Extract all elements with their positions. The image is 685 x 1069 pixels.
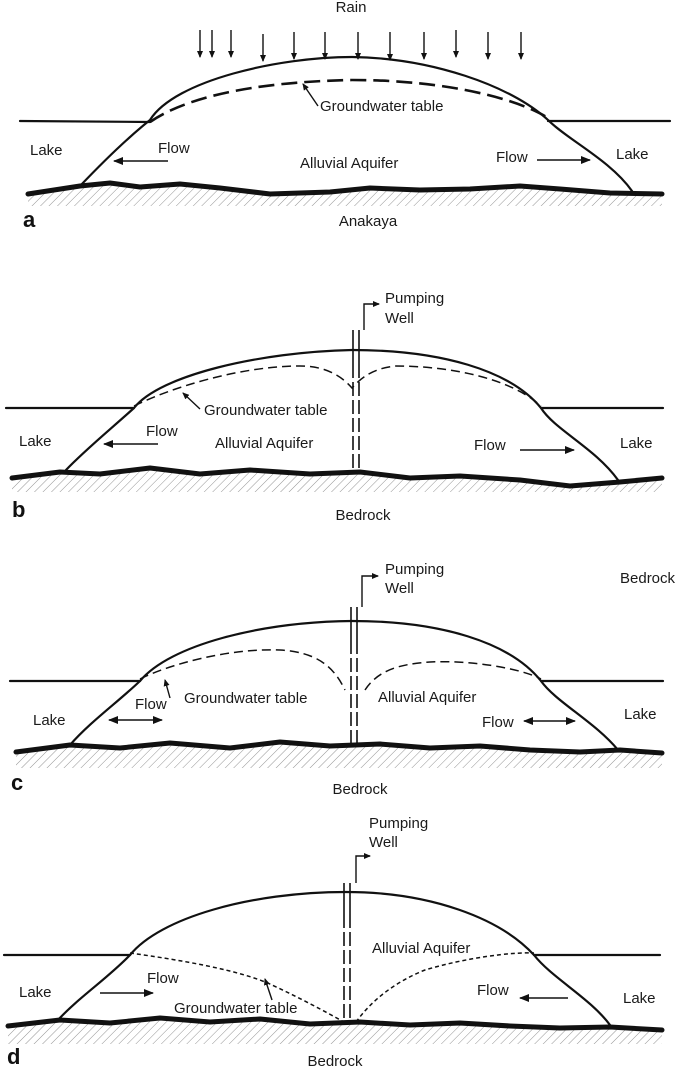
gwt-leader xyxy=(302,83,319,107)
gwt-leader xyxy=(182,392,201,410)
groundwater-label: Groundwater table xyxy=(204,402,327,419)
panel-letter: a xyxy=(23,207,36,232)
panel-letter: d xyxy=(7,1044,20,1069)
lake-left-label: Lake xyxy=(19,433,52,450)
flow-right-label: Flow xyxy=(482,714,514,731)
aquifer-outline xyxy=(64,348,620,482)
gwt-leader xyxy=(163,679,171,699)
well-pointer xyxy=(355,853,371,883)
aquifer-label: Alluvial Aquifer xyxy=(378,689,476,706)
rain-label: Rain xyxy=(336,0,367,16)
bedrock-surface xyxy=(9,465,665,489)
lake-right-label: Lake xyxy=(620,435,653,452)
lake-left-label: Lake xyxy=(19,984,52,1001)
base-label: Bedrock xyxy=(335,507,391,524)
groundwater-table xyxy=(139,649,542,691)
flow-right-label: Flow xyxy=(477,982,509,999)
panel-b: Pumping Well Groundwater table Lake Lake… xyxy=(4,290,665,524)
flow-right-label: Flow xyxy=(496,149,528,166)
flow-left-label: Flow xyxy=(147,970,179,987)
flow-left-label: Flow xyxy=(158,140,190,157)
base-label: Anakaya xyxy=(339,213,398,230)
corner-label: Bedrock xyxy=(620,570,676,587)
lake-left-label: Lake xyxy=(33,712,66,729)
panel-d: Pumping Well Alluvial Aquifer Lake Lake … xyxy=(2,815,665,1069)
bedrock-surface xyxy=(13,739,665,756)
aquifer-outline xyxy=(56,890,612,1027)
aquifer-outline xyxy=(78,55,634,193)
groundwater-table xyxy=(149,78,549,124)
lake-right-label: Lake xyxy=(623,990,656,1007)
groundwater-table xyxy=(133,365,542,407)
lake-surface-left xyxy=(18,119,152,124)
lake-right-label: Lake xyxy=(624,706,657,723)
lake-right-label: Lake xyxy=(616,146,649,163)
well-label-line1: Pumping xyxy=(369,815,428,832)
rain-arrows xyxy=(197,30,524,62)
well-label-line2: Well xyxy=(369,834,398,851)
base-label: Bedrock xyxy=(332,781,388,798)
panel-a: Rain Groundwater table Lake Lake Flow Al… xyxy=(18,0,672,232)
aquifer-label: Alluvial Aquifer xyxy=(372,940,470,957)
flow-right-label: Flow xyxy=(474,437,506,454)
lake-left-label: Lake xyxy=(30,142,63,159)
groundwater-label: Groundwater table xyxy=(184,690,307,707)
flow-left-label: Flow xyxy=(135,696,167,713)
panel-letter: c xyxy=(11,770,23,795)
aquifer-label: Alluvial Aquifer xyxy=(215,435,313,452)
well-label-line1: Pumping xyxy=(385,561,444,578)
gwt-leader xyxy=(264,978,273,1001)
well-pointer xyxy=(361,573,379,607)
well-pointer xyxy=(363,301,380,330)
aquifer-outline xyxy=(68,619,620,752)
bedrock-hatch xyxy=(12,468,662,492)
bedrock-surface xyxy=(25,180,665,197)
groundwater-table xyxy=(129,952,535,1023)
flow-left-label: Flow xyxy=(146,423,178,440)
groundwater-label: Groundwater table xyxy=(174,1000,297,1017)
base-label: Bedrock xyxy=(307,1053,363,1069)
well-label-line1: Pumping xyxy=(385,290,444,307)
well-label-line2: Well xyxy=(385,310,414,327)
bedrock-hatch xyxy=(8,1018,662,1044)
groundwater-label: Groundwater table xyxy=(320,98,443,115)
well-label-line2: Well xyxy=(385,580,414,597)
panel-letter: b xyxy=(12,497,25,522)
bedrock-surface xyxy=(5,1015,665,1033)
panel-c: Pumping Well Bedrock Groundwater table A… xyxy=(8,561,676,798)
aquifer-label: Alluvial Aquifer xyxy=(300,155,398,172)
